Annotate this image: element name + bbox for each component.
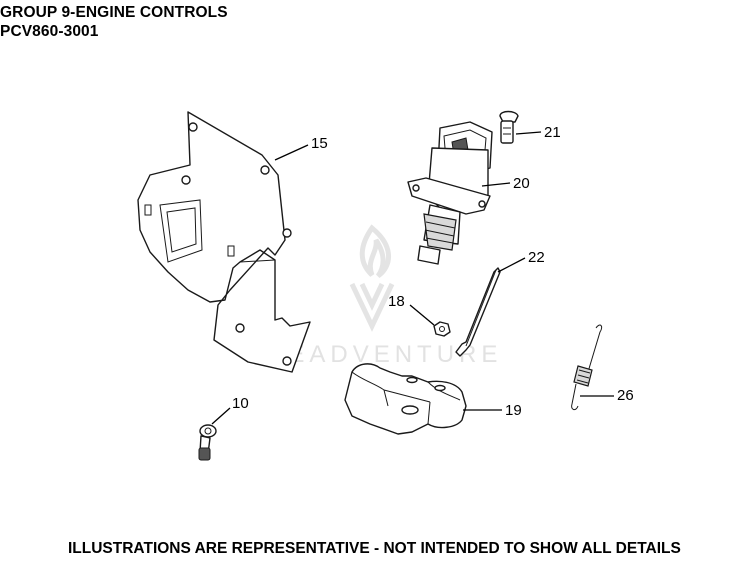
callout-19-label: 19 (505, 402, 522, 419)
part-18-nut[interactable] (433, 321, 451, 337)
callout-21-label: 21 (544, 124, 561, 141)
disclaimer-footer: ILLUSTRATIONS ARE REPRESENTATIVE - NOT I… (68, 540, 681, 557)
callout-20-label: 20 (513, 175, 530, 192)
callout-19: 19 (463, 402, 522, 419)
callout-15-label: 15 (311, 135, 328, 152)
part-21-bolt[interactable] (499, 110, 519, 144)
callout-15: 15 (274, 135, 328, 161)
callout-21: 21 (515, 124, 561, 141)
part-20-actuator[interactable] (407, 121, 493, 265)
callout-10: 10 (211, 395, 249, 425)
callout-22-label: 22 (528, 249, 545, 266)
callout-26: 26 (580, 387, 634, 404)
callout-10-label: 10 (232, 395, 249, 412)
part-22-rod[interactable] (455, 267, 501, 357)
callout-26-label: 26 (617, 387, 634, 404)
part-15-bracket[interactable] (137, 111, 311, 373)
callout-18-label: 18 (388, 293, 405, 310)
callout-18: 18 (388, 293, 435, 326)
part-10-terminal[interactable] (198, 424, 217, 461)
part-19-mount[interactable] (344, 363, 467, 435)
part-26-spring[interactable] (571, 324, 603, 411)
diagram-group-title: GROUP 9-ENGINE CONTROLS (0, 4, 228, 21)
diagram-model-code: PCV860-3001 (0, 23, 99, 40)
callout-20: 20 (481, 175, 530, 192)
callout-22: 22 (497, 249, 545, 273)
